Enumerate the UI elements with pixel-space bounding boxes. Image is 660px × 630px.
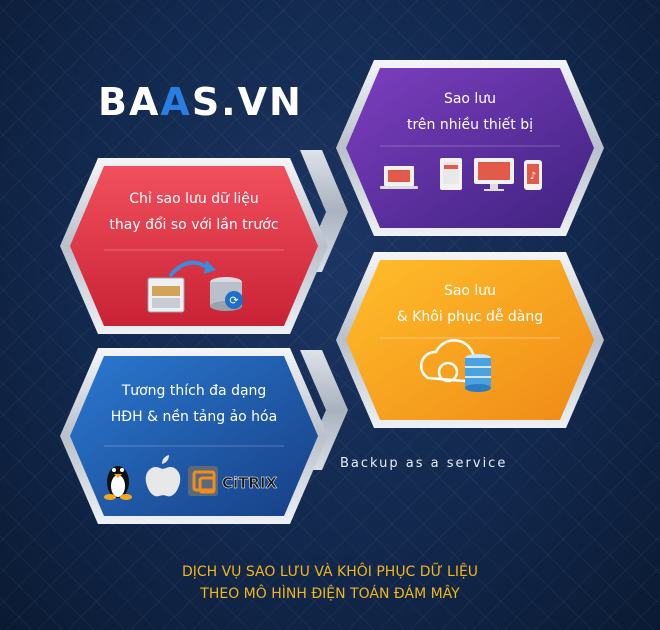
cloud-restore-icon <box>419 339 491 392</box>
hex-blue <box>70 356 318 516</box>
svg-text:⟳: ⟳ <box>229 294 238 307</box>
hex-orange <box>346 260 594 420</box>
blue-panel-title: Tương thích đa dạng HĐH & nền tảng ảo hó… <box>110 383 278 425</box>
footer-line-2: THEO MÔ HÌNH ĐIỆN TOÁN ĐÁM MÂY <box>200 586 460 602</box>
brand-logo: BAAS.VN <box>98 80 303 124</box>
citrix-logo: CiTRIX <box>222 474 278 492</box>
purple-panel-title: Sao lưu trên nhiều thiết bị <box>406 91 534 133</box>
database-transfer-icon: ⟳ <box>147 260 243 313</box>
orange-panel-title: Sao lưu & Khôi phục dễ dàng <box>396 283 544 325</box>
vmware-icon <box>188 466 218 496</box>
svg-text:♪: ♪ <box>530 171 536 182</box>
footer-line-1: DỊCH VỤ SAO LƯU VÀ KHÔI PHỤC DỮ LIỆU <box>181 564 479 580</box>
linux-icon <box>104 466 132 500</box>
devices-icon: ♪ <box>380 158 542 191</box>
hex-red <box>70 166 318 326</box>
tagline: Backup as a service <box>340 456 508 471</box>
red-panel-title: Chỉ sao lưu dữ liệu thay đổi so với lần … <box>109 191 279 233</box>
apple-icon <box>145 455 181 497</box>
connector-chevron <box>300 350 348 470</box>
